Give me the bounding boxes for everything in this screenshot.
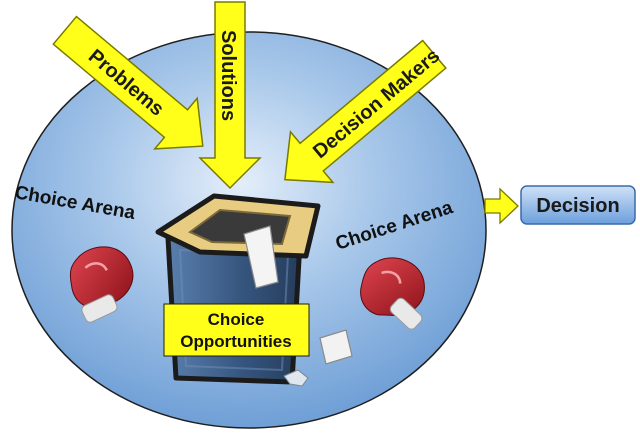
crumpled-paper-icon <box>283 369 309 387</box>
solutions-arrow: Solutions <box>198 1 262 190</box>
decision-output-arrow <box>484 187 519 225</box>
boxing-glove-icon-left <box>69 246 134 323</box>
boxing-glove-icon-right <box>360 257 425 330</box>
choice-opportunities-line2: Opportunities <box>180 332 291 351</box>
decision-label: Decision <box>536 195 619 217</box>
solutions-arrow-label: Solutions <box>217 30 239 121</box>
choice-opportunities-label: Choice Opportunities <box>163 303 310 357</box>
decision-box: Decision <box>520 185 636 225</box>
choice-opportunities-line1: Choice <box>208 310 265 329</box>
ballot-paper-icon <box>319 329 353 365</box>
